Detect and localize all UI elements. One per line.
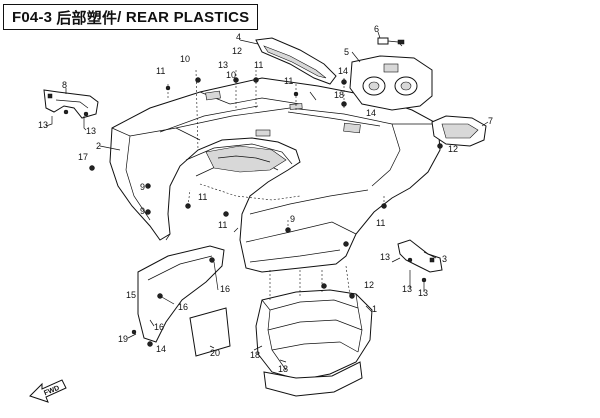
- callout-16c: 16: [154, 322, 164, 332]
- diagram-title: F04-3 后部塑件/ REAR PLASTICS: [3, 4, 259, 30]
- callout-13c: 13: [218, 60, 228, 70]
- callout-14b: 14: [366, 108, 376, 118]
- callout-11f: 11: [376, 218, 385, 228]
- callout-9b: 9: [140, 206, 145, 216]
- callout-9a: 9: [140, 182, 145, 192]
- callout-16b: 16: [178, 302, 188, 312]
- callout-numbers: 2 3 4 5 6 7 8 9 9 9 10 10 11 11 11 11 11…: [38, 24, 493, 374]
- leader-lines: [45, 31, 489, 363]
- callout-13a: 13: [38, 120, 48, 130]
- callout-6: 6: [374, 24, 379, 34]
- callout-15: 15: [126, 290, 136, 300]
- title-cn: 后部塑件: [56, 9, 118, 27]
- callout-2: 2: [96, 141, 101, 151]
- storage-box-part-1: [255, 289, 373, 397]
- callout-12a: 12: [232, 46, 242, 56]
- fwd-arrow: FWD: [29, 379, 67, 403]
- callout-9c: 9: [290, 214, 295, 224]
- right-bracket-part-3: [397, 239, 443, 273]
- callout-20: 20: [210, 348, 220, 358]
- callout-11e: 11: [218, 220, 227, 230]
- callout-11a: 11: [156, 66, 165, 76]
- callout-13e: 13: [402, 284, 412, 294]
- left-bracket-part-8: [43, 89, 99, 119]
- callout-3: 3: [442, 254, 447, 264]
- connector-part-6: [377, 37, 405, 47]
- callout-14a: 14: [338, 66, 348, 76]
- callout-14c: 14: [156, 344, 166, 354]
- callout-11d: 11: [198, 192, 207, 202]
- callout-13f: 13: [418, 288, 428, 298]
- callout-5: 5: [344, 47, 349, 57]
- callout-10b: 10: [226, 70, 236, 80]
- callout-4: 4: [236, 32, 241, 42]
- callout-18c: 18: [278, 364, 288, 374]
- callout-10a: 10: [180, 54, 190, 64]
- callout-7: 7: [488, 116, 493, 126]
- splash-guard-part-20: [189, 307, 231, 357]
- callout-12c: 12: [364, 280, 374, 290]
- callout-1: 1: [372, 304, 377, 314]
- fwd-label: FWD: [43, 385, 60, 397]
- title-en: / REAR PLASTICS: [117, 8, 250, 26]
- callout-11c: 11: [284, 76, 293, 86]
- callout-13b: 13: [86, 126, 96, 136]
- callout-18a: 18: [334, 90, 344, 100]
- callout-12b: 12: [448, 144, 458, 154]
- callout-8: 8: [62, 80, 67, 90]
- callout-19: 19: [118, 334, 128, 344]
- callout-11b: 11: [254, 60, 263, 70]
- side-panel-part-7: [431, 115, 487, 147]
- rear-rack-cover-part-4: [255, 37, 337, 85]
- callout-17: 17: [78, 152, 88, 162]
- mud-flap-part-15: [137, 245, 225, 343]
- callout-16a: 16: [220, 284, 230, 294]
- title-code: F04-3: [12, 8, 53, 26]
- fasteners: [63, 77, 443, 347]
- tail-light-part-5: [349, 55, 433, 111]
- rear-fender-part-2: [109, 77, 441, 273]
- callout-18b: 18: [250, 350, 260, 360]
- callout-13d: 13: [380, 252, 390, 262]
